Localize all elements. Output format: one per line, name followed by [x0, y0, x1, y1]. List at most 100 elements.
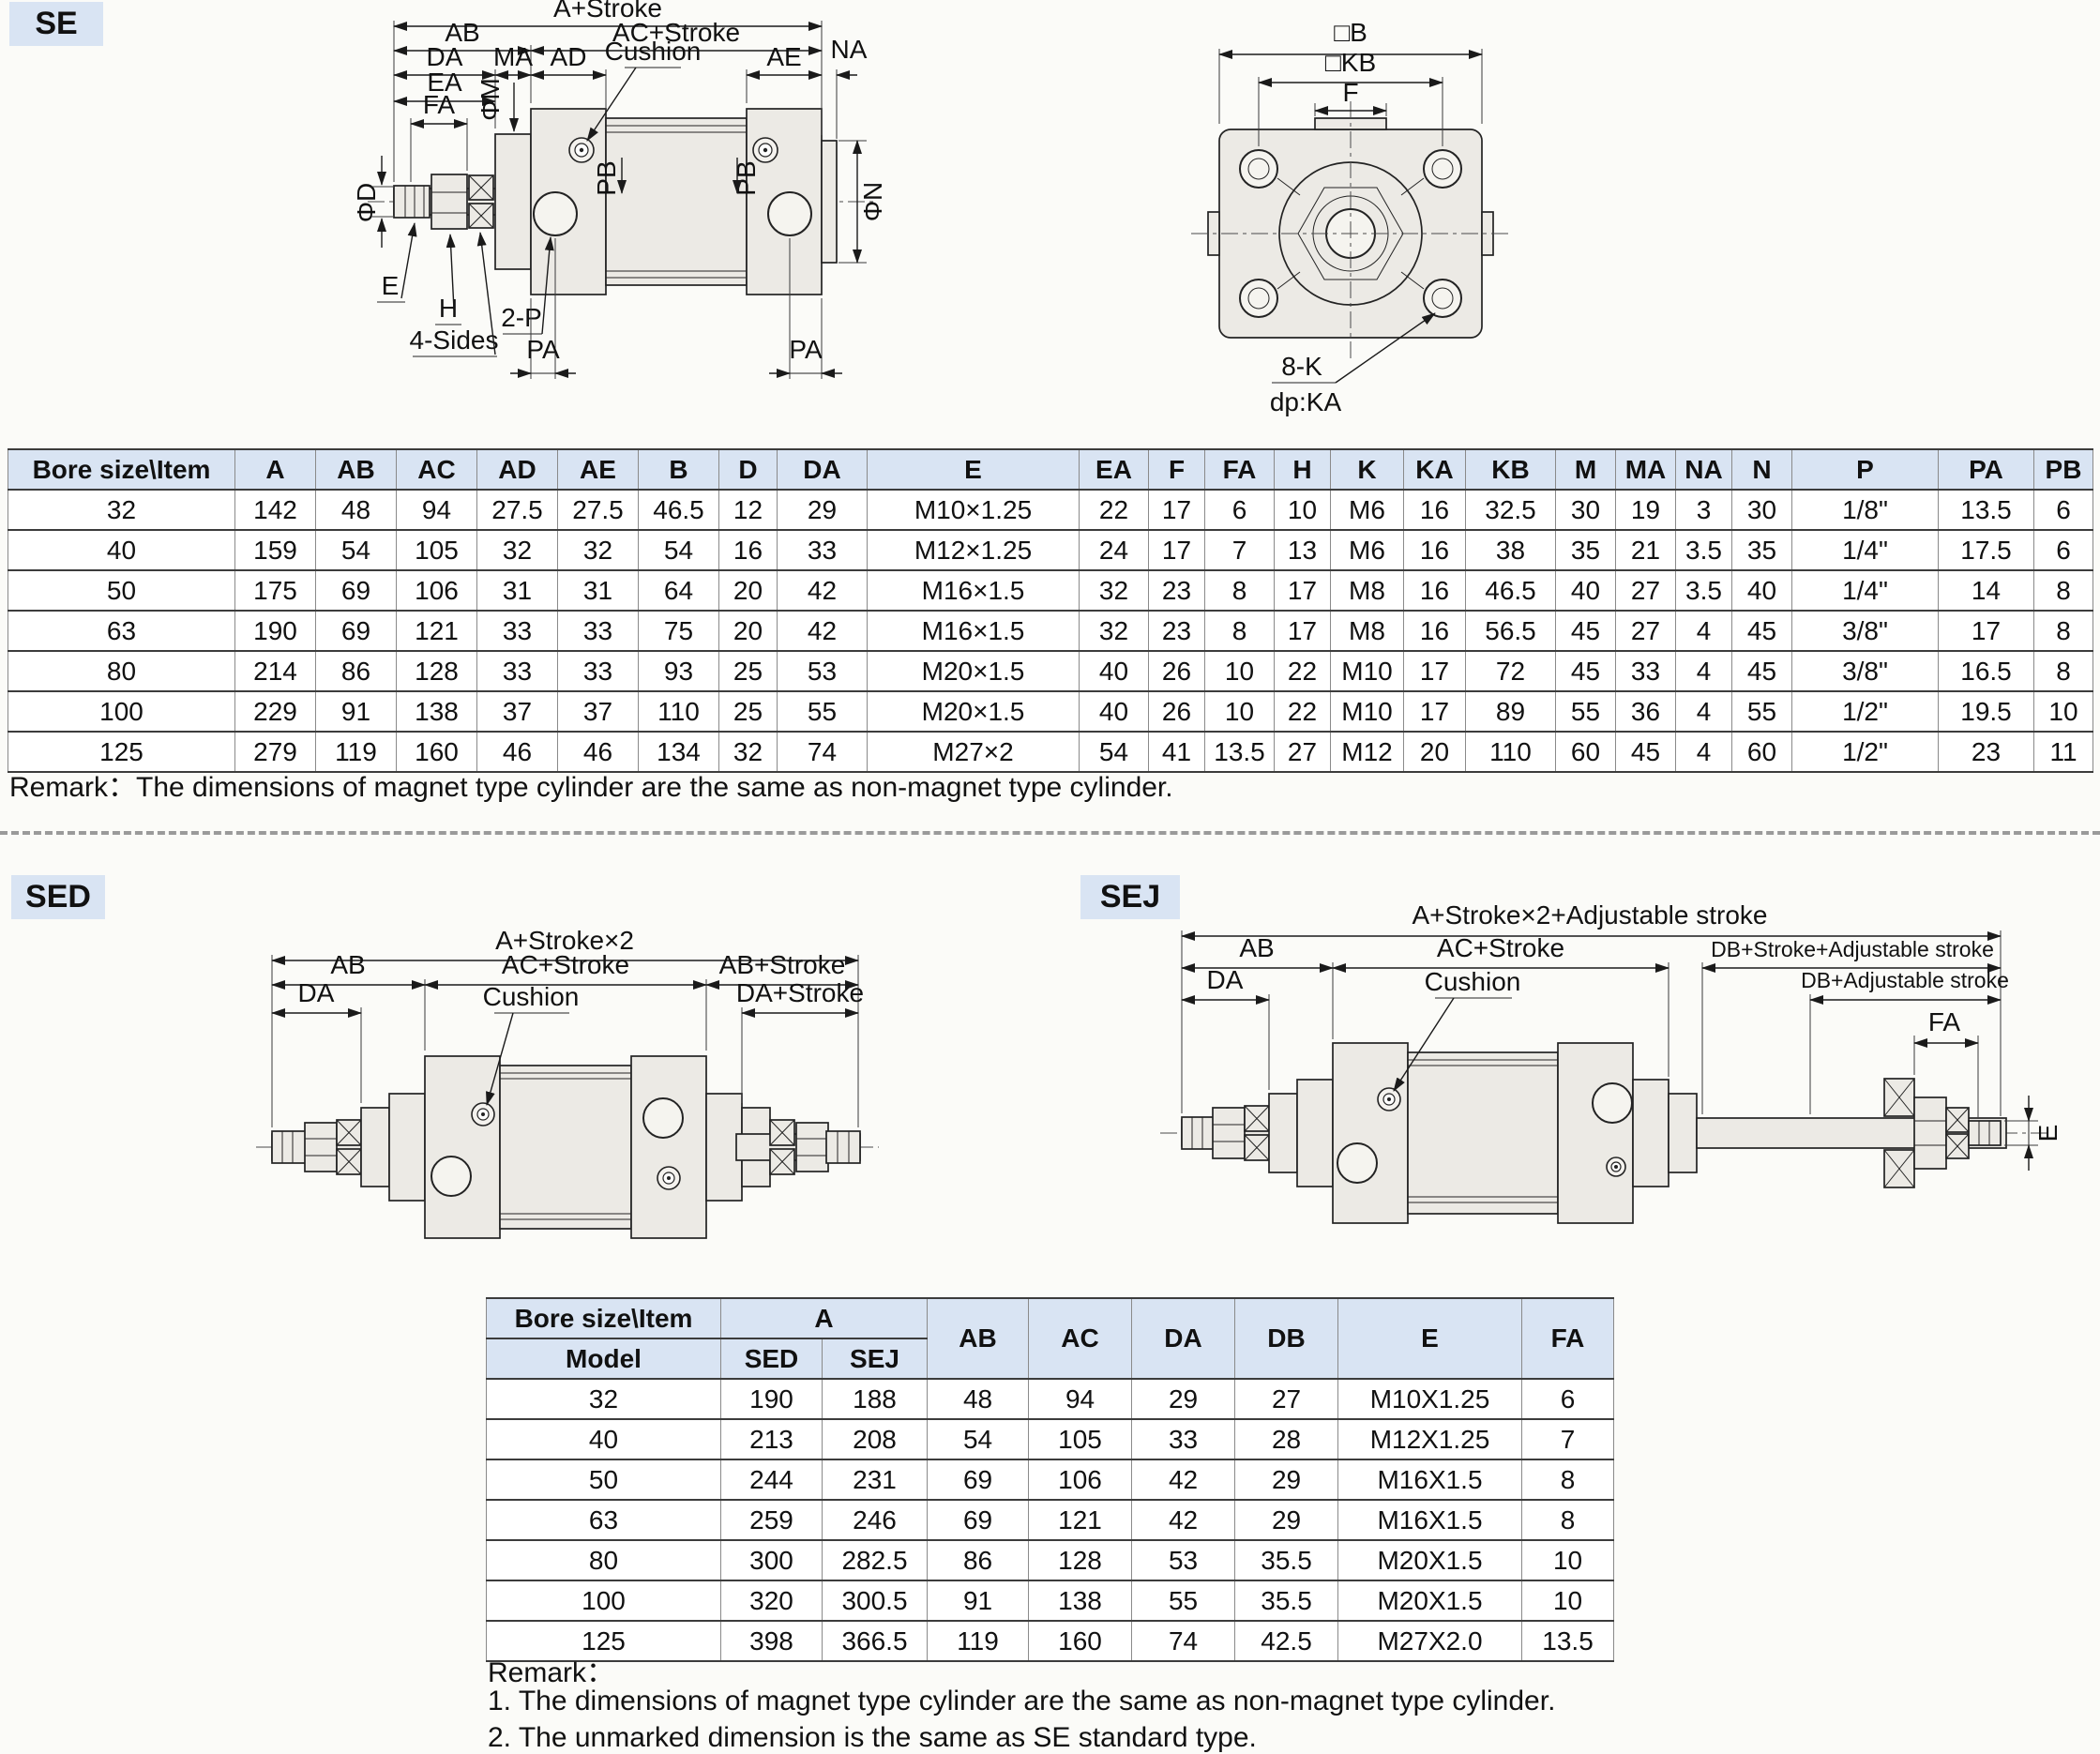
- cushion-label: Cushion: [605, 37, 702, 66]
- cell: 6: [1521, 1378, 1615, 1420]
- cell: 22: [1274, 690, 1331, 733]
- cell: 33: [557, 610, 639, 652]
- leader-label: 8-K: [1281, 352, 1322, 381]
- cell: 125: [486, 1620, 721, 1662]
- table-header-row: Model SED SEJ: [486, 1338, 1614, 1380]
- bottom-remark-line1: 1. The dimensions of magnet type cylinde…: [488, 1686, 1556, 1716]
- cell: 20: [1403, 731, 1466, 773]
- cell: 121: [396, 610, 477, 652]
- cell: M20×1.5: [867, 690, 1080, 733]
- dim-label: A+Stroke×2: [495, 927, 634, 955]
- cell: 3.5: [1675, 529, 1732, 571]
- se-end-dimensions: □B □KB F 8-K dp:KA: [1218, 18, 1483, 416]
- col-header: AC: [1028, 1297, 1133, 1380]
- cell: 40: [1079, 690, 1149, 733]
- cell: 32: [1079, 610, 1149, 652]
- leader-label: 2-P: [501, 303, 542, 332]
- cell: 134: [638, 731, 719, 773]
- cell: M16×1.5: [867, 569, 1080, 612]
- bottom-remark-title: Remark：: [488, 1657, 615, 1688]
- cell: 8: [1521, 1459, 1615, 1501]
- cell: 48: [315, 489, 397, 531]
- cell: 94: [1028, 1378, 1133, 1420]
- cell: 282.5: [821, 1539, 929, 1581]
- cell: 4: [1675, 650, 1732, 692]
- cell: M6: [1330, 489, 1404, 531]
- cell: 13.5: [1521, 1620, 1615, 1662]
- cell: 4: [1675, 610, 1732, 652]
- cell: 159: [234, 529, 316, 571]
- dim-label: FA: [1928, 1007, 1961, 1036]
- cell: 246: [821, 1499, 929, 1541]
- dim-label: AD: [551, 42, 587, 71]
- col-header: M: [1555, 448, 1616, 491]
- dim-label: PA: [526, 335, 560, 364]
- cell: 279: [234, 731, 316, 773]
- cell: 14: [1938, 569, 2034, 612]
- cell: 75: [638, 610, 719, 652]
- cell: 128: [396, 650, 477, 692]
- cell: 46.5: [638, 489, 719, 531]
- leader-label: H: [439, 294, 458, 323]
- cell: 1/4": [1791, 529, 1939, 571]
- cell: 91: [927, 1580, 1030, 1622]
- cell: 300.5: [821, 1580, 929, 1622]
- cell: 23: [1938, 731, 2034, 773]
- col-header: B: [638, 448, 719, 491]
- section-divider: [0, 831, 2100, 835]
- cell: 6: [1204, 489, 1275, 531]
- cell: 55: [1731, 690, 1792, 733]
- cell: 69: [315, 610, 397, 652]
- corner-header: Bore size\Item: [486, 1297, 721, 1339]
- sej-header: SEJ: [821, 1338, 929, 1380]
- col-header: FA: [1521, 1297, 1615, 1380]
- col-header: E: [1337, 1297, 1523, 1380]
- cell: 42.5: [1234, 1620, 1339, 1662]
- cell: 1/2": [1791, 731, 1939, 773]
- cell: 229: [234, 690, 316, 733]
- cell: M20×1.5: [867, 650, 1080, 692]
- cell: 29: [1131, 1378, 1236, 1420]
- cell: M12: [1330, 731, 1404, 773]
- corner-header: Bore size\Item: [8, 448, 235, 491]
- cell: 33: [557, 650, 639, 692]
- col-header: A: [234, 448, 316, 491]
- cell: 138: [396, 690, 477, 733]
- cell: 3: [1675, 489, 1732, 531]
- cell: 100: [8, 690, 235, 733]
- cell: 17: [1148, 489, 1205, 531]
- cell: 8: [2033, 610, 2093, 652]
- cell: 3/8": [1791, 610, 1939, 652]
- sed-dimensions: A+Stroke×2 AB AC+Stroke AB+Stroke DA DA+…: [271, 927, 864, 1127]
- cell: 1/4": [1791, 569, 1939, 612]
- leader-label: dp:KA: [1270, 387, 1342, 416]
- cell: 138: [1028, 1580, 1133, 1622]
- dim-label: ΦM: [476, 78, 505, 121]
- dim-label: DA: [298, 978, 335, 1007]
- cell: 54: [315, 529, 397, 571]
- cell: 46: [557, 731, 639, 773]
- cell: 121: [1028, 1499, 1133, 1541]
- cell: 8: [1204, 610, 1275, 652]
- col-header: DA: [777, 448, 868, 491]
- dim-label: AB: [330, 950, 365, 979]
- cell: 37: [557, 690, 639, 733]
- cell: 320: [720, 1580, 823, 1622]
- cell: 36: [1615, 690, 1676, 733]
- cell: 23: [1148, 569, 1205, 612]
- cell: 10: [1204, 690, 1275, 733]
- cell: 3/8": [1791, 650, 1939, 692]
- cell: 29: [777, 489, 868, 531]
- dim-label: DA: [1207, 965, 1244, 994]
- cell: 16: [1403, 489, 1466, 531]
- col-header: AB: [927, 1297, 1030, 1380]
- cell: 8: [1521, 1499, 1615, 1541]
- cell: 11: [2033, 731, 2093, 773]
- cell: M12X1.25: [1337, 1418, 1523, 1460]
